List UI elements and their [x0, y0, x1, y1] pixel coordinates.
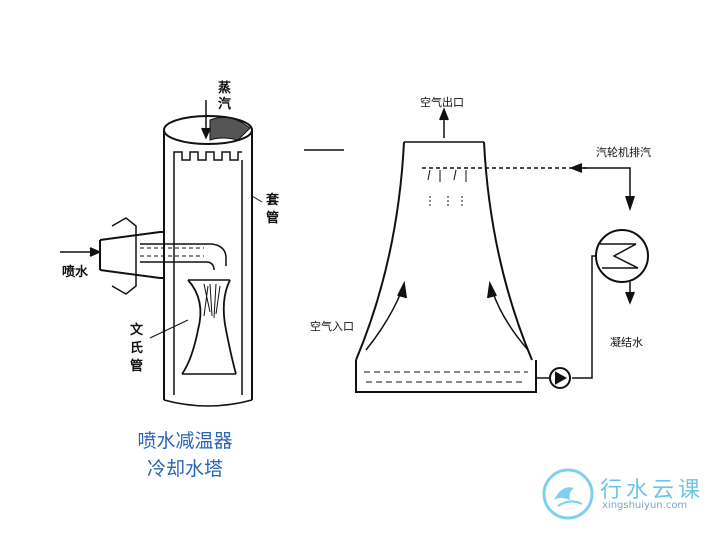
sleeve-label-1: 套 — [265, 192, 280, 208]
venturi-label-1: 文 — [130, 322, 144, 338]
condensate-arrowhead — [625, 291, 635, 305]
air-inlet-label: 空气入口 — [310, 319, 354, 333]
air-inlet-arrowhead-left — [397, 280, 407, 299]
basin-water — [364, 371, 528, 383]
logo-text: 行水云课 — [600, 478, 705, 503]
caption-cooling-tower: 冷却水塔 — [146, 458, 223, 480]
spray-label: 喷水 — [62, 264, 89, 280]
spray-drops — [429, 196, 463, 208]
steam-hatch — [209, 116, 251, 141]
spray-pipe-bottom — [140, 261, 215, 271]
cooling-tower-diagram — [304, 107, 649, 393]
return-arrowhead — [569, 163, 583, 173]
tower-left-shell — [355, 141, 405, 361]
water-basin — [355, 360, 537, 393]
condensate-label: 凝结水 — [610, 335, 643, 349]
turbine-exhaust-label: 汽轮机排汽 — [596, 145, 651, 159]
nozzle-body-top — [99, 231, 164, 241]
spray-streaks — [203, 283, 221, 319]
pipe-top-opening — [163, 115, 253, 145]
exhaust-arrowhead — [625, 195, 635, 212]
tower-right-shell — [483, 141, 533, 361]
nozzle-body-bottom — [99, 269, 164, 279]
exhaust-pipe-down — [588, 167, 631, 206]
air-inlet-arrowhead-right — [487, 280, 497, 299]
spray-nozzles — [427, 169, 467, 182]
spray-pipe-hatch — [140, 247, 204, 257]
caption-desuperheater: 喷水减温器 — [137, 430, 233, 452]
condenser-coil — [600, 243, 639, 269]
air-outlet-arrowhead — [439, 107, 449, 121]
spray-pipe-top — [140, 243, 227, 266]
spray-water-arrowhead — [89, 247, 102, 257]
condenser-shell — [595, 229, 649, 283]
venturi-leader — [149, 319, 189, 339]
watermark-logo: 行水云课 xingshuiyun.com — [540, 466, 720, 526]
steam-label-1: 蒸 — [218, 80, 231, 96]
steam-label-2: 汽 — [218, 96, 231, 112]
steam-arrowhead — [201, 127, 211, 140]
desuperheater-diagram — [60, 100, 263, 407]
venturi-left — [181, 279, 202, 375]
wave-logo-icon — [542, 468, 594, 520]
air-outlet-label: 空气出口 — [420, 95, 464, 109]
nozzle-flange — [111, 217, 137, 295]
venturi-label-3: 管 — [130, 358, 143, 374]
logo-url: xingshuiyun.com — [602, 500, 688, 511]
cooling-water-pipe — [572, 255, 596, 379]
pipe-bottom — [163, 399, 253, 407]
pump-arrow — [555, 371, 568, 385]
sleeve-leader — [251, 195, 263, 203]
venturi-label-2: 氏 — [130, 341, 143, 356]
sleeve-label-2: 管 — [266, 210, 279, 226]
venturi-right — [222, 279, 237, 375]
sleeve-top-teeth — [173, 151, 242, 161]
